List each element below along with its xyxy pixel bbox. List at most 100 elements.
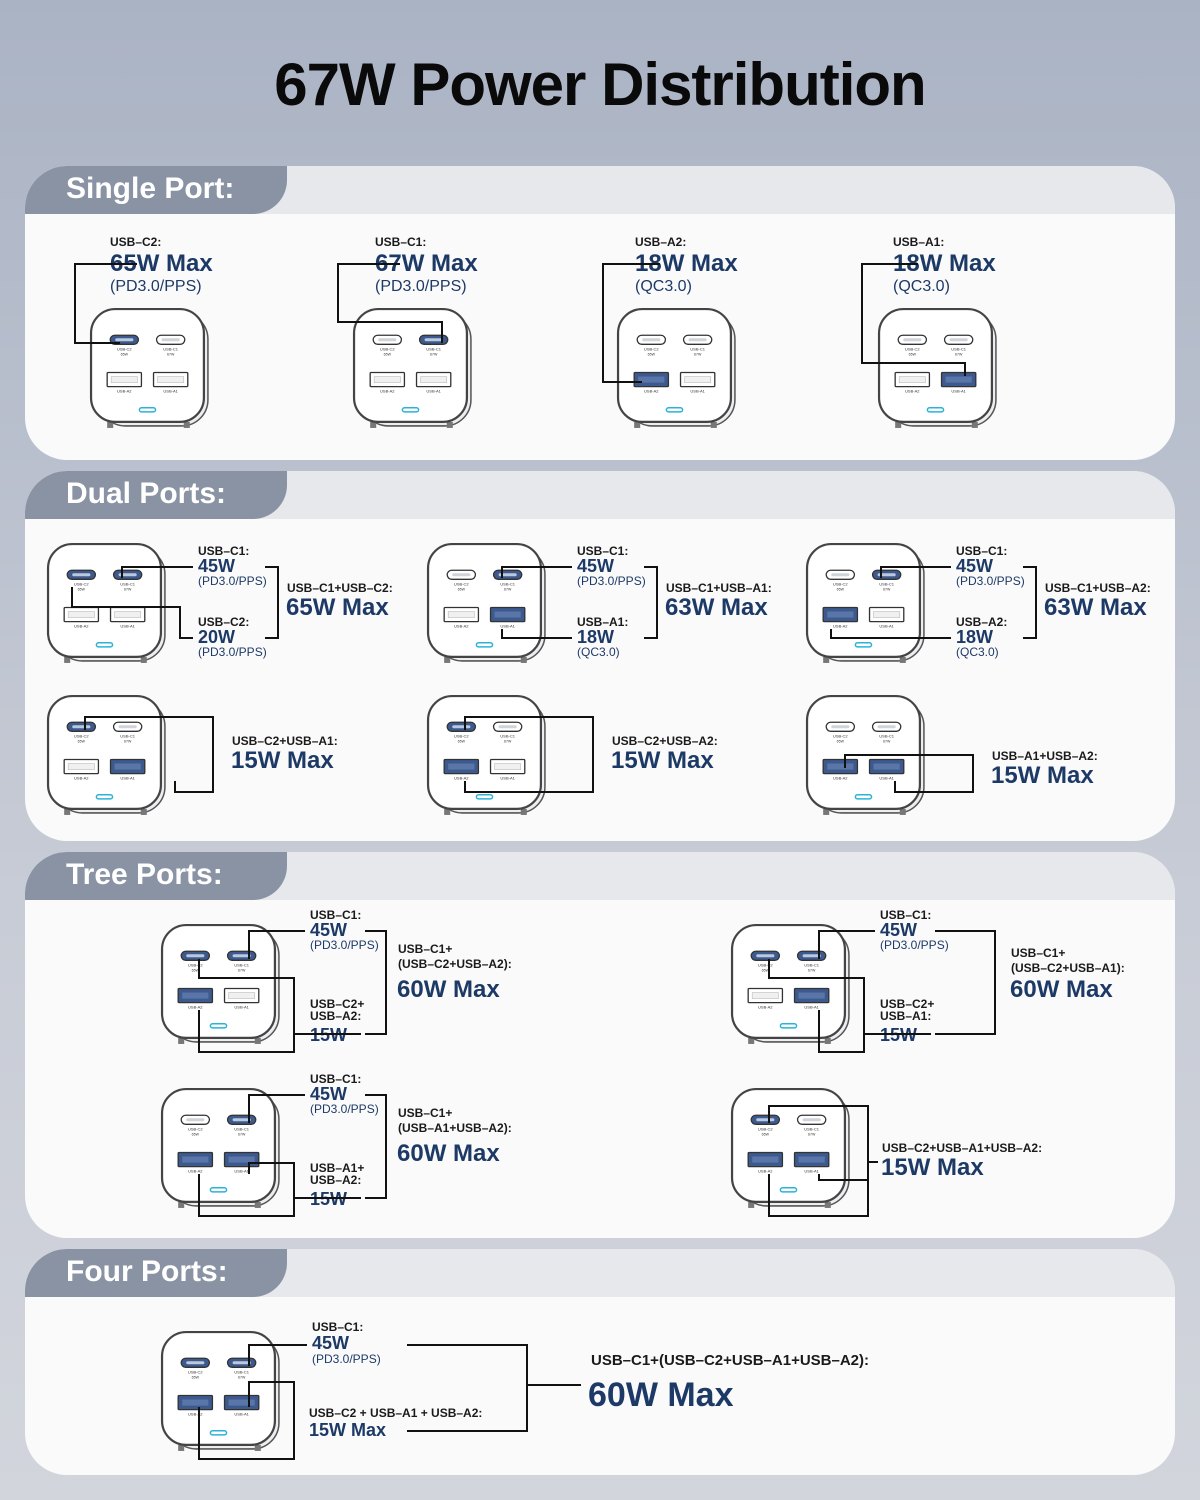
port-watt-label: 65W — [192, 1375, 200, 1379]
port-tongue — [232, 1361, 251, 1365]
port-label: USB-A1 — [163, 389, 178, 394]
port-label: USB-A2 — [833, 776, 848, 781]
port-tongue — [802, 1118, 821, 1122]
prong — [824, 1201, 831, 1208]
port-tongue — [949, 338, 968, 342]
port-label: USB-C1 — [120, 581, 135, 586]
port-label: USB-C1 — [234, 962, 249, 967]
prong — [823, 656, 830, 663]
protocol: (PD3.0/PPS) — [198, 574, 267, 588]
prong — [178, 1444, 185, 1451]
port-watt: 20W — [198, 627, 236, 647]
port-name: USB–C1: — [880, 908, 932, 922]
port-tongue — [182, 1399, 209, 1406]
port-watt-label: 65W — [384, 352, 392, 356]
port-watt-label: 65W — [762, 1132, 770, 1136]
port-label: USB-C1 — [879, 733, 894, 738]
prong — [520, 808, 527, 815]
port-label: USB-C2 — [833, 733, 848, 738]
port-tongue — [114, 611, 142, 618]
dual-connectors — [71, 566, 1037, 793]
port-tongue — [756, 954, 775, 958]
port-label: USB-C2 — [905, 346, 920, 351]
port-tongue — [494, 611, 521, 618]
port-tongue — [182, 992, 209, 999]
port-tongue — [186, 1361, 205, 1365]
port-watt-label: 65W — [78, 739, 86, 743]
port-watt-label: 65W — [762, 968, 770, 972]
port-name: USB–C2 + USB–A1 + USB–A2: — [309, 1406, 483, 1420]
prong — [899, 808, 906, 815]
combo-name: USB–C1+USB–C2: — [287, 581, 393, 595]
port-tongue — [642, 338, 661, 342]
port-label: USB-C1 — [690, 346, 705, 351]
port-tongue — [898, 376, 926, 383]
combo-name: USB–C1+USB–A2: — [1045, 581, 1151, 595]
port-name: USB–A1+ — [310, 1161, 365, 1175]
port-label: USB-A1 — [426, 389, 441, 394]
combo-name: USB–A1+USB–A2: — [992, 749, 1098, 763]
port-watt-label: 67W — [167, 352, 175, 356]
port-tongue — [494, 763, 522, 770]
port-label: USB-C2 — [454, 733, 469, 738]
prong — [446, 421, 453, 428]
indicator-light — [665, 407, 684, 413]
port-name: USB–C2+ — [310, 997, 365, 1011]
port-watt: 45W — [198, 556, 236, 576]
port-tongue — [232, 1118, 251, 1122]
port-label: USB-A1 — [804, 1169, 819, 1174]
port-tongue — [945, 376, 972, 383]
port-watt-label: 65W — [909, 352, 917, 356]
combo-max: 65W Max — [286, 594, 389, 621]
port-tongue — [67, 763, 95, 770]
port-label: USB-A2 — [905, 389, 920, 394]
section-tab: Four Ports: — [25, 1249, 287, 1297]
port-watt-label: 67W — [238, 968, 246, 972]
port-tongue — [115, 338, 134, 342]
protocol: (QC3.0) — [635, 278, 692, 295]
port-label: USB-C1 — [234, 1126, 249, 1131]
port-label: USB-A2 — [833, 624, 848, 629]
indicator-light — [209, 1430, 228, 1436]
indicator-light — [926, 407, 945, 413]
protocol: (QC3.0) — [577, 645, 620, 659]
port-watt-label: 67W — [808, 1132, 816, 1136]
section-label: Dual Ports: — [66, 477, 227, 510]
combo-max: 60W Max — [588, 1376, 734, 1414]
protocol: (PD3.0/PPS) — [880, 938, 949, 952]
port-watt-label: 65W — [78, 587, 86, 591]
port-tongue — [831, 573, 850, 577]
port-tongue — [877, 573, 896, 577]
prong — [520, 656, 527, 663]
combo-name: (USB–A1+USB–A2): — [398, 1121, 512, 1135]
port-name: USB–A1: — [880, 1009, 932, 1023]
protocol: (PD3.0/PPS) — [110, 278, 202, 295]
prong — [444, 656, 451, 663]
port-watt-label: 67W — [694, 352, 702, 356]
port-watt-label: 67W — [883, 587, 891, 591]
port-watt-label: 67W — [504, 739, 512, 743]
combo-max: 60W Max — [397, 976, 500, 1003]
prong — [178, 1037, 185, 1044]
prong — [748, 1037, 755, 1044]
port-tongue — [498, 725, 517, 729]
port-label: USB-C1 — [500, 733, 515, 738]
indicator-light — [138, 407, 157, 413]
port-watt-label: 65W — [837, 587, 845, 591]
port-label: USB-A1 — [690, 389, 705, 394]
section-label: Single Port: — [66, 172, 235, 205]
protocol: (QC3.0) — [956, 645, 999, 659]
prong — [183, 421, 190, 428]
port-tongue — [378, 338, 397, 342]
port-label: USB-A1 — [234, 1412, 249, 1417]
port-label: USB-A2 — [117, 389, 132, 394]
indicator-light — [475, 794, 494, 800]
port-tongue — [420, 376, 448, 383]
indicator-light — [475, 642, 494, 648]
